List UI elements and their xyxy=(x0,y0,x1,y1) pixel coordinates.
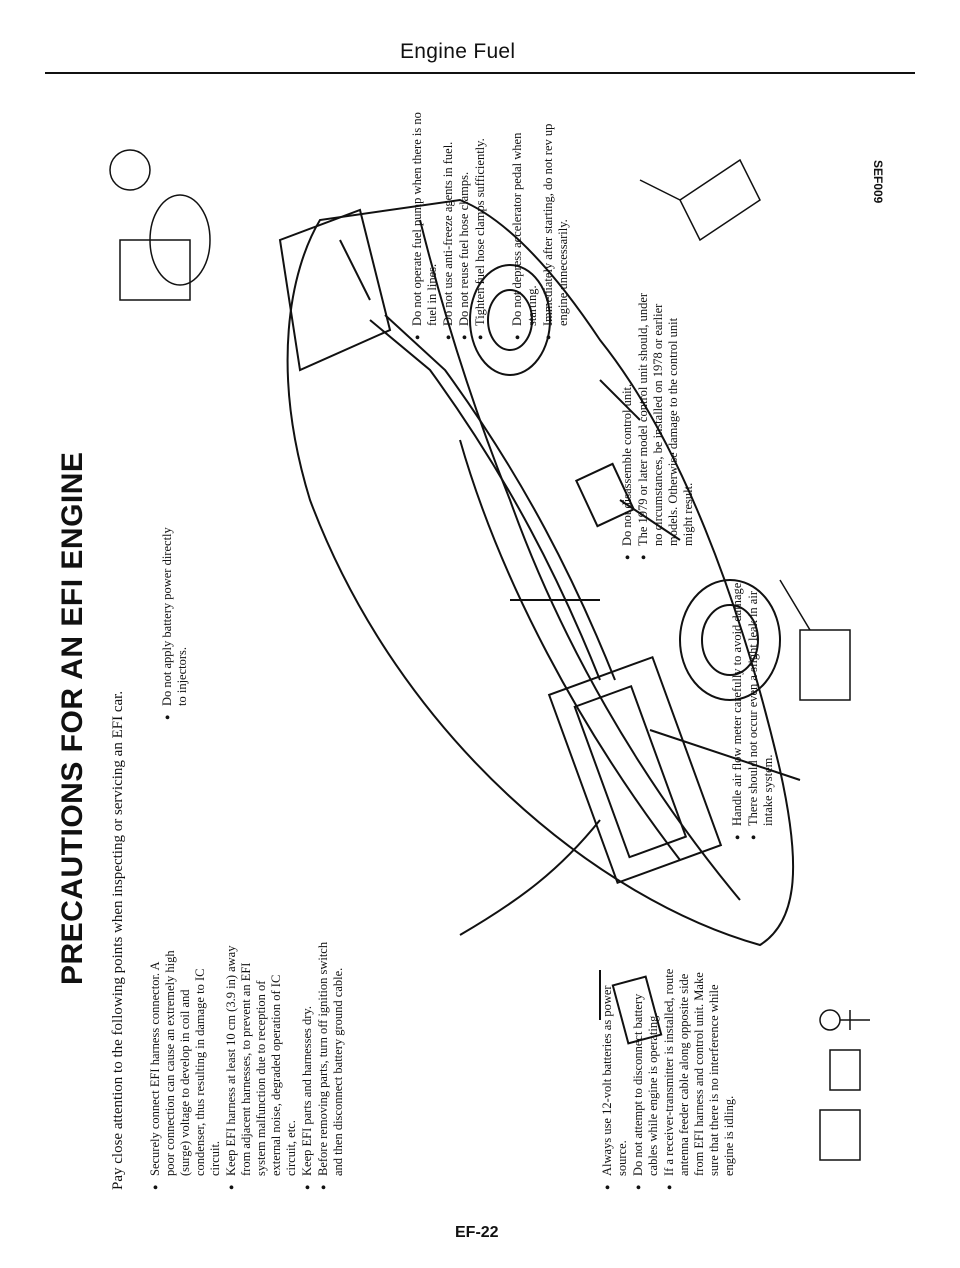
harness-precautions: Securely connect EFI harness connector. … xyxy=(148,940,347,1190)
list-item: There should not occur even a slight lea… xyxy=(746,570,776,840)
battery-precautions: Always use 12-volt batteries as power so… xyxy=(600,960,738,1190)
list-item: Do not depress accelerator pedal when st… xyxy=(510,100,540,340)
engine-block xyxy=(547,655,723,885)
car-body xyxy=(286,198,795,947)
callout-arrow xyxy=(459,819,601,936)
car-cutaway-illustration xyxy=(109,149,870,1161)
figure-code: SEF009 xyxy=(871,160,885,204)
list-item: Keep EFI parts and harnesses dry. xyxy=(300,940,315,1190)
airflow-precautions: Handle air flow meter carefully to avoid… xyxy=(730,570,777,840)
list-item: Do not reuse fuel hose clamps. xyxy=(457,100,472,340)
list-item: Do not attempt to disconnect battery cab… xyxy=(631,960,661,1190)
airflow-meter-detail xyxy=(799,629,851,701)
list-item: Do not disassemble control unit. xyxy=(620,290,635,560)
injector-precautions: Do not apply battery power directly to i… xyxy=(160,520,191,720)
list-item: Do not use anti-freeze agents in fuel. xyxy=(441,100,456,340)
list-item: Keep EFI harness at least 10 cm (3.9 in)… xyxy=(224,940,299,1190)
list-item: Do not apply battery power directly to i… xyxy=(160,520,190,720)
section-title: Engine Fuel xyxy=(400,40,516,63)
list-item: Immediately after starting, do not rev u… xyxy=(541,100,571,340)
battery-detail xyxy=(819,1109,861,1161)
list-item: Before removing parts, turn off ignition… xyxy=(316,940,346,1190)
list-item: Securely connect EFI harness connector. … xyxy=(148,940,223,1190)
accelerator-precautions: Do not depress accelerator pedal when st… xyxy=(510,100,572,340)
list-item: Tighten fuel hose clamps sufficiently. xyxy=(473,100,488,340)
rotated-figure-page: PRECAUTIONS FOR AN EFI ENGINE Pay close … xyxy=(40,90,900,1200)
list-item: The 1979 or later model control unit sho… xyxy=(636,290,696,560)
accelerator-pedal-detail xyxy=(679,158,761,242)
list-item: If a receiver-transmitter is installed, … xyxy=(662,960,737,1190)
fuel-tank xyxy=(278,208,392,372)
fuel-pump-precautions: Do not operate fuel pump when there is n… xyxy=(410,100,489,340)
header-rule xyxy=(45,72,915,74)
fuel-line xyxy=(369,319,601,681)
page-header: Engine Fuel xyxy=(0,40,960,76)
page-number: EF-22 xyxy=(455,1224,499,1241)
intro-text: Pay close attention to the following poi… xyxy=(110,690,126,1190)
list-item: Always use 12-volt batteries as power so… xyxy=(600,960,630,1190)
control-unit-precautions: Do not disassemble control unit. The 197… xyxy=(620,290,697,560)
page-title: PRECAUTIONS FOR AN EFI ENGINE xyxy=(56,451,89,985)
list-item: Do not operate fuel pump when there is n… xyxy=(410,100,440,340)
list-item: Handle air flow meter carefully to avoid… xyxy=(730,570,745,840)
